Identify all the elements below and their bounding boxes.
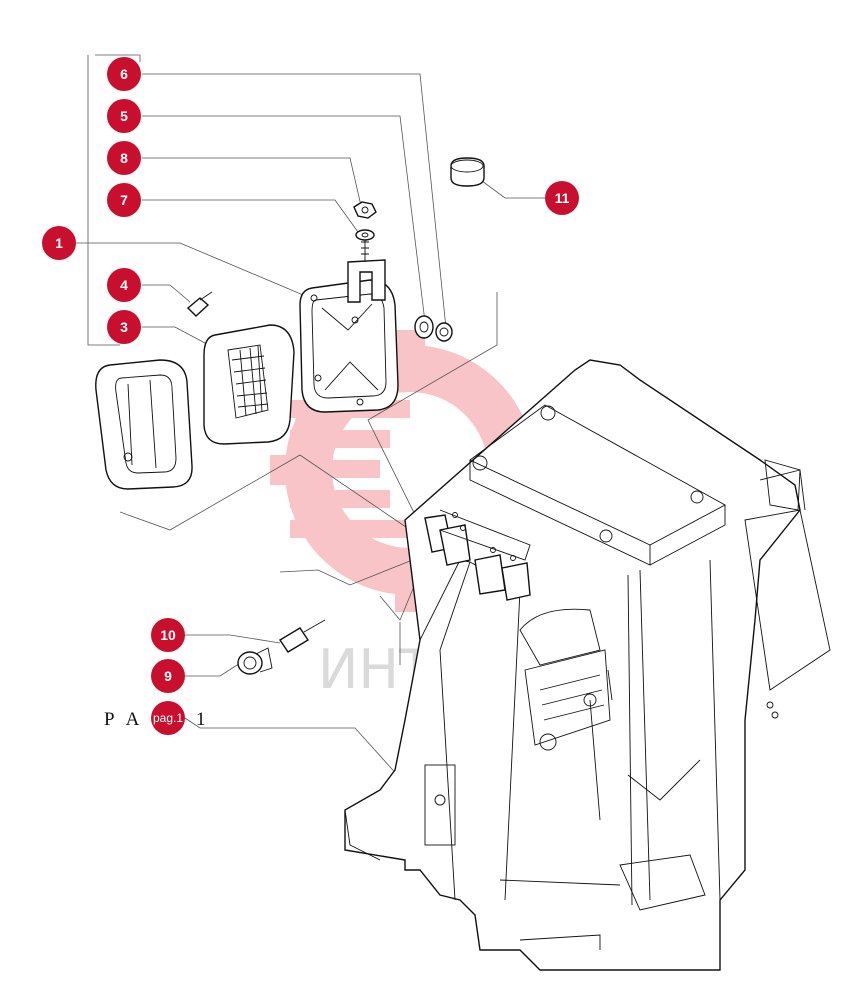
callout-label: pag.1 [153, 711, 183, 725]
cap-part [450, 157, 485, 187]
lamp-lens [203, 324, 295, 445]
cab-assembly [344, 359, 831, 971]
callout-label: 3 [120, 319, 128, 335]
reference-suffix: 1 [196, 709, 210, 730]
callout-label: 10 [160, 627, 176, 643]
callout-label: 9 [164, 668, 172, 684]
callout-7[interactable]: 7 [107, 183, 141, 217]
callout-9[interactable]: 9 [151, 659, 185, 693]
callout-label: 11 [555, 190, 570, 206]
callout-label: 1 [55, 235, 63, 251]
callout-3[interactable]: 3 [107, 310, 141, 344]
callout-page-reference[interactable]: pag.1 [151, 701, 185, 735]
callout-11[interactable]: 11 [545, 181, 579, 215]
grommet-part [414, 315, 434, 339]
bulb-part [279, 619, 326, 653]
washer-part [355, 229, 375, 241]
callout-4[interactable]: 4 [107, 268, 141, 302]
reference-prefix: P A [104, 709, 143, 730]
screw-part [186, 291, 213, 317]
ring-part [435, 322, 453, 342]
leader-lines [76, 73, 545, 779]
lamp-bezel-frame [95, 359, 193, 490]
lamp-housing [299, 240, 399, 413]
callout-label: 7 [120, 192, 128, 208]
callout-1[interactable]: 1 [42, 226, 76, 260]
callout-label: 5 [120, 108, 128, 124]
callout-6[interactable]: 6 [107, 57, 141, 91]
socket-part [237, 647, 273, 675]
callout-8[interactable]: 8 [107, 141, 141, 175]
callout-label: 6 [120, 66, 128, 82]
frame-lines [87, 54, 141, 346]
callout-10[interactable]: 10 [151, 618, 185, 652]
callout-5[interactable]: 5 [107, 99, 141, 133]
callout-label: 8 [120, 150, 128, 166]
callout-label: 4 [120, 277, 128, 293]
nut-part [353, 201, 377, 219]
